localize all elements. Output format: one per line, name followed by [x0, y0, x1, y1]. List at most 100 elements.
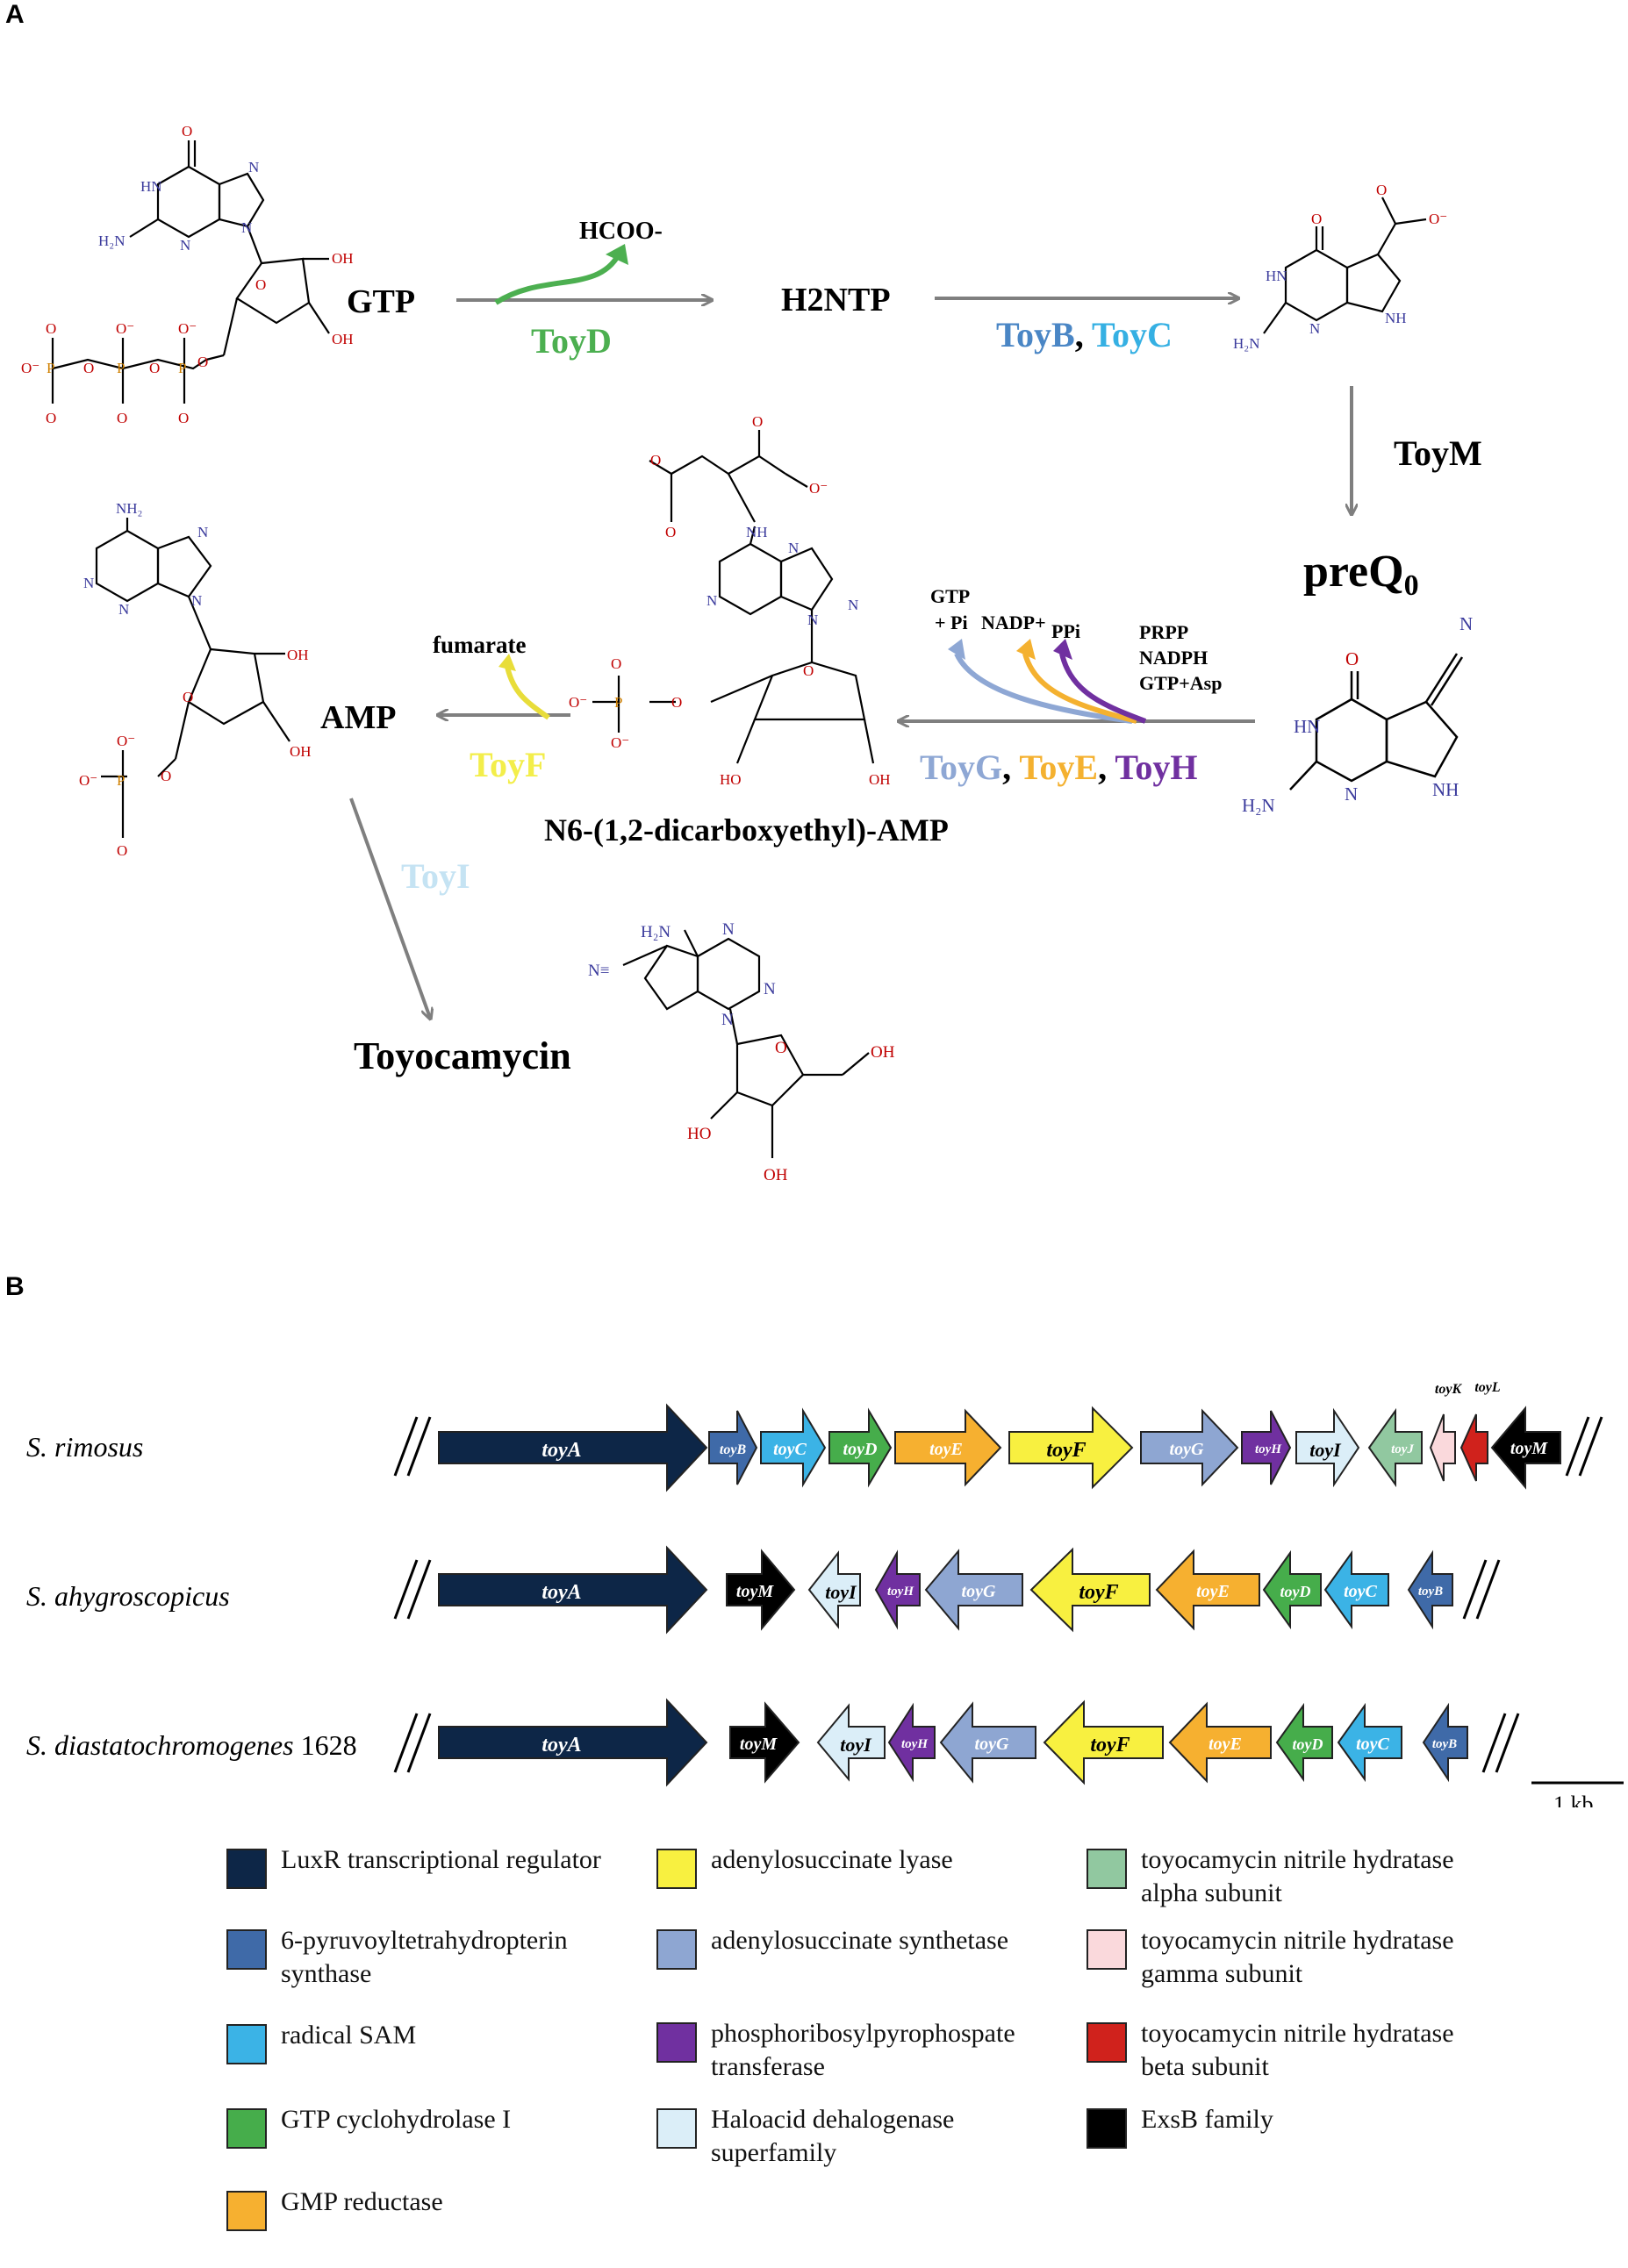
- svg-text:O: O: [117, 410, 127, 426]
- nadp-label: NADP+: [981, 612, 1046, 633]
- svg-text:O: O: [775, 1039, 787, 1057]
- enzyme-toyD: ToyD: [531, 321, 612, 361]
- svg-text:toyF: toyF: [1090, 1734, 1130, 1756]
- svg-text:NH: NH: [746, 524, 768, 540]
- cluster-s-rimosus-labels: toyA toyB toyC toyD toyE toyF toyG toyH …: [541, 1380, 1548, 1462]
- gtp-structure: [51, 140, 330, 404]
- svg-text:N: N: [1345, 783, 1358, 805]
- amp-label: AMP: [320, 699, 397, 736]
- svg-text:O: O: [161, 768, 171, 784]
- svg-text:O: O: [46, 320, 56, 337]
- arrow-amp-toyocamycin: [349, 798, 430, 1018]
- svg-text:toyG: toyG: [962, 1582, 996, 1601]
- svg-text:OH: OH: [764, 1166, 788, 1184]
- svg-text:toyB: toyB: [1418, 1585, 1443, 1599]
- svg-text:O: O: [752, 413, 763, 430]
- svg-text:O⁻: O⁻: [1429, 211, 1447, 227]
- nadp-release-arrow: [1022, 653, 1137, 724]
- gtp-label: GTP: [347, 283, 415, 320]
- legend-label: 6-pyruvoyltetrahydropterin synthase: [281, 1926, 568, 1988]
- svg-text:toyC: toyC: [1344, 1582, 1377, 1601]
- gene-toyE: [894, 1408, 1002, 1487]
- amp-atoms: NH₂ N N N N O OH OH O P O⁻ O⁻ O: [79, 500, 312, 859]
- legend-swatch: [656, 1849, 697, 1889]
- gene-toyG: [1140, 1408, 1239, 1487]
- legend-label: toyocamycin nitrile hydratase gamma subu…: [1141, 1926, 1454, 1988]
- legend-label: toyocamycin nitrile hydratase beta subun…: [1141, 2019, 1454, 2081]
- svg-text:O: O: [650, 452, 661, 469]
- svg-text:OH: OH: [869, 771, 891, 788]
- svg-text:toyD: toyD: [1293, 1735, 1323, 1753]
- legend-item-ptps: 6-pyruvoyltetrahydropterin synthase: [226, 1926, 753, 2007]
- ppi-release-arrow: [1059, 653, 1147, 724]
- legend-item-exsb: ExsB family: [1087, 2105, 1613, 2186]
- svg-text:OH: OH: [287, 647, 309, 663]
- enzyme-toyM: ToyM: [1394, 433, 1482, 473]
- cluster-s-diastatochromogenes-labels: toyA toyM toyI toyH toyG toyF toyE toyD …: [541, 1734, 1457, 1756]
- byproduct-arrows: [494, 244, 1147, 724]
- panel-label-a: A: [5, 0, 25, 29]
- enzyme-toyF: ToyF: [470, 745, 546, 784]
- svg-text:N: N: [241, 219, 252, 236]
- svg-text:OH: OH: [332, 331, 354, 347]
- svg-text:O: O: [803, 662, 814, 679]
- legend-item-gmpr: GMP reductase: [226, 2187, 753, 2268]
- preq0-label: preQ0: [1303, 547, 1419, 602]
- pathway-diagram: O HN N N N H₂N O OH OH O O⁻ O O P O O⁻ P…: [21, 123, 1482, 1184]
- prpp-label: PRPP: [1139, 621, 1188, 643]
- enzyme-toyG-toyE-toyH: ToyG, ToyE, ToyH: [920, 748, 1198, 787]
- legend-item-adss: adenylosuccinate synthetase: [656, 1926, 1183, 2007]
- formate-label: HCOO-: [579, 218, 663, 245]
- svg-text:toyC: toyC: [773, 1440, 807, 1459]
- svg-text:N: N: [180, 237, 190, 254]
- preq0-structure: [1289, 653, 1464, 791]
- legend-label: LuxR transcriptional regulator: [281, 1845, 601, 1874]
- svg-text:toyI: toyI: [840, 1734, 872, 1756]
- gene-toyI: [1295, 1407, 1360, 1488]
- h2ntp-label: H2NTP: [781, 282, 891, 318]
- svg-text:O⁻: O⁻: [809, 480, 828, 497]
- svg-text:P: P: [117, 360, 125, 376]
- cluster-s-ahygroscopicus: [438, 1545, 1453, 1635]
- svg-text:N≡: N≡: [588, 962, 609, 980]
- legend-swatch: [226, 1929, 267, 1970]
- legend-item-nhb: toyocamycin nitrile hydratase beta subun…: [1087, 2019, 1613, 2100]
- svg-text:toyE: toyE: [1196, 1582, 1230, 1601]
- legend: LuxR transcriptional regulator 6-pyruvoy…: [226, 1845, 1613, 2233]
- svg-text:N: N: [248, 159, 259, 175]
- svg-text:O⁻: O⁻: [569, 694, 587, 711]
- svg-text:toyB: toyB: [720, 1442, 747, 1457]
- svg-text:O: O: [182, 123, 192, 140]
- enzyme-toyB-toyC: ToyB, ToyC: [996, 315, 1173, 354]
- gene-toyK: [1429, 1413, 1456, 1482]
- legend-label: Haloacid dehalogenase superfamily: [711, 2105, 955, 2167]
- svg-text:toyA: toyA: [541, 1734, 581, 1756]
- svg-text:toyA: toyA: [541, 1439, 581, 1462]
- svg-text:toyL: toyL: [1474, 1380, 1501, 1395]
- intermediate-atoms: O O O O⁻ NH N N N N O HO OH O P O O⁻ O⁻: [569, 413, 891, 788]
- fumarate-label: fumarate: [433, 632, 526, 658]
- legend-swatch: [226, 2108, 267, 2149]
- svg-text:O: O: [46, 410, 56, 426]
- toyocamycin-label: Toyocamycin: [354, 1034, 571, 1077]
- legend-swatch: [1087, 2108, 1127, 2149]
- legend-label: adenylosuccinate lyase: [711, 1845, 953, 1874]
- svg-text:toyI: toyI: [1309, 1439, 1342, 1461]
- gtp-release-arrow: [954, 652, 1133, 724]
- legend-item-prpp: phosphoribosylpyrophospate transferase: [656, 2019, 1183, 2100]
- svg-text:O: O: [117, 842, 127, 859]
- svg-text:H₂N: H₂N: [641, 923, 671, 941]
- legend-swatch: [656, 2108, 697, 2149]
- legend-label: phosphoribosylpyrophospate transferase: [711, 2019, 1015, 2081]
- scale-bar-label: 1 kb: [1553, 1792, 1594, 1807]
- svg-text:O: O: [197, 354, 208, 370]
- ppi-label: PPi: [1051, 620, 1080, 642]
- intermediate-structure: [592, 430, 875, 764]
- svg-text:N: N: [1459, 613, 1473, 634]
- legend-item-luxr: LuxR transcriptional regulator: [226, 1845, 753, 1926]
- svg-text:N: N: [1309, 320, 1320, 337]
- svg-text:O⁻: O⁻: [79, 772, 97, 789]
- svg-text:HN: HN: [140, 178, 162, 195]
- svg-text:toyH: toyH: [887, 1585, 914, 1599]
- svg-text:toyC: toyC: [1356, 1735, 1389, 1754]
